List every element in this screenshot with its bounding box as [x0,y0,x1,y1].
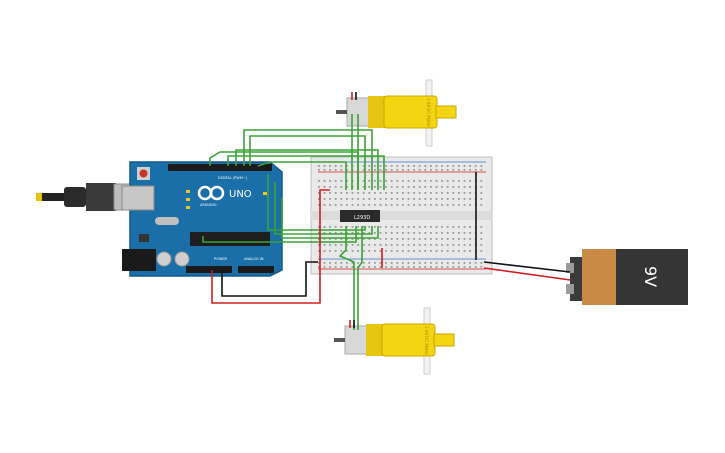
motor-bottom-label: 1:48 DC Motor [424,326,429,355]
arduino-uno-board[interactable]: UNO ARDUINO DIGITAL (PWM~) POWER ANALOG … [121,161,283,277]
wire-battery-positive [483,267,571,281]
atmega-chip [190,232,270,246]
power-header-label: POWER [214,257,228,261]
battery-9v[interactable]: 9V [566,249,688,305]
wire-signal [227,155,385,190]
dc-motor-top[interactable]: 1:48 DC Motor [336,79,457,147]
wire-signal [281,198,379,239]
wire-ground [221,261,318,297]
driver-chip-label: L293D [354,215,370,221]
arduino-logo-icon [197,185,225,201]
wire-motor-bottom [357,226,363,330]
l293d-driver-chip[interactable]: L293D [340,210,380,222]
wire-signal [257,161,347,190]
wire-signal [267,174,366,231]
dc-motor-bottom[interactable]: 1:48 DC Motor [334,307,455,375]
motor-top-label: 1:48 DC Motor [426,98,431,127]
digital-header-label: DIGITAL (PWM~) [218,176,248,180]
wire-signal [249,135,366,190]
reset-button[interactable] [139,169,148,178]
wire-motor-bottom [338,226,355,330]
wire-signal [235,149,379,190]
wire-battery-negative [483,261,571,273]
arduino-uno-label: UNO [229,189,252,200]
breadboard[interactable] [310,156,493,275]
analog-header-label: ANALOG IN [244,257,264,261]
arduino-brand-label: ARDUINO [200,203,217,207]
wire-power [211,189,330,304]
breadboard-holes [318,165,483,268]
battery-label: 9V [641,266,660,287]
wire-signal [243,129,373,190]
wire-signal [274,182,373,235]
wires [202,92,571,330]
